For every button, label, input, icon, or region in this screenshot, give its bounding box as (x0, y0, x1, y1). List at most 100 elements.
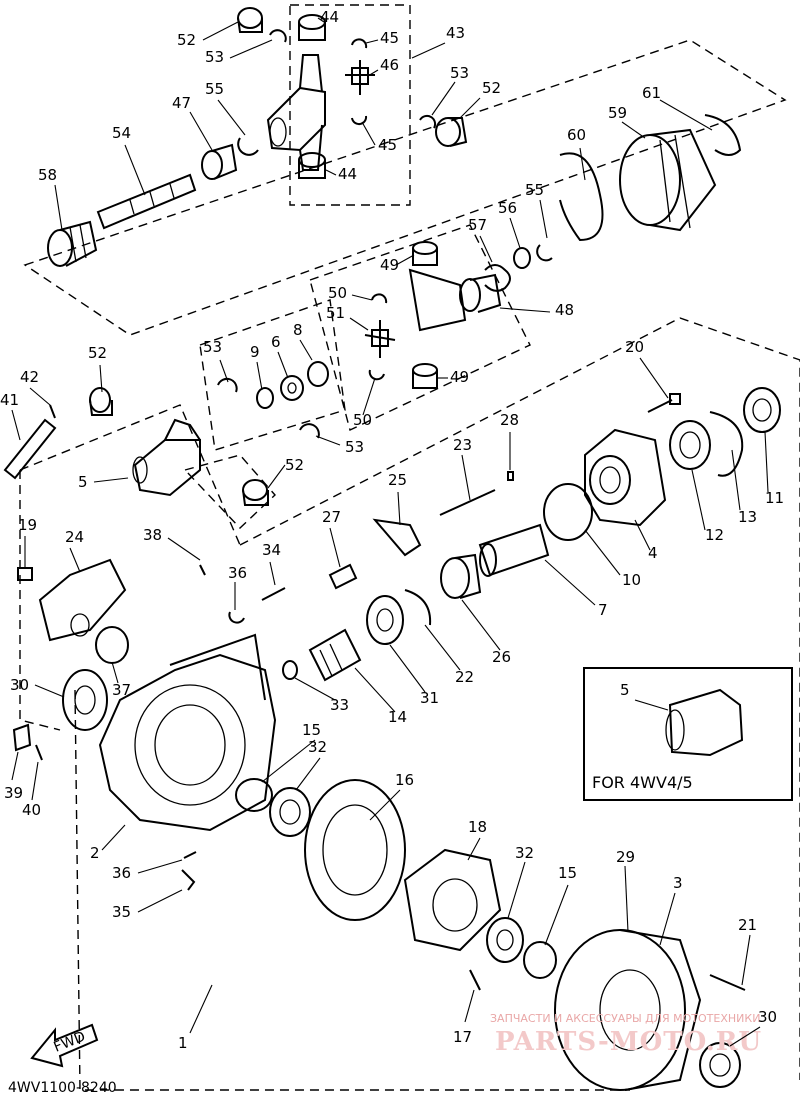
leader-57 (479, 235, 493, 263)
callout-8: 8 (293, 321, 303, 339)
part-49-cups (412, 241, 438, 389)
part-3-29-cover (554, 929, 702, 1091)
part-45-clip-b (351, 115, 368, 126)
callout-60: 60 (567, 126, 586, 144)
leader-61 (659, 99, 713, 131)
leader-24 (69, 547, 81, 573)
leader-52 (459, 97, 481, 119)
leader-45 (361, 121, 376, 146)
leader-56 (509, 217, 521, 249)
part-15-oring-right (523, 941, 557, 979)
part-16-ring-gear (304, 779, 406, 921)
callout-17: 17 (453, 1028, 472, 1046)
leader-37 (111, 661, 119, 684)
part-yoke-upper (266, 54, 326, 171)
callout-32: 32 (515, 844, 534, 862)
part-32-bearing-left (269, 787, 311, 837)
callout-20: 20 (625, 338, 644, 356)
leader-1 (189, 984, 213, 1034)
part-52-cup-right (435, 117, 468, 147)
callout-28: 28 (500, 411, 519, 429)
callout-27: 27 (322, 508, 341, 526)
leader-53 (431, 81, 456, 116)
callout-61: 61 (642, 84, 661, 102)
callout-39: 39 (4, 784, 23, 802)
callout-33: 33 (330, 696, 349, 714)
leader-7 (544, 559, 596, 606)
callout-23: 23 (453, 436, 472, 454)
callout-47: 47 (172, 94, 191, 112)
leader-42 (29, 387, 51, 406)
callout-16: 16 (395, 771, 414, 789)
leader-45 (365, 39, 379, 44)
part-5-yoke (132, 418, 201, 497)
leader-8 (299, 339, 313, 361)
leader-60 (579, 147, 586, 181)
leader-10 (584, 529, 621, 576)
leader-33 (294, 677, 336, 701)
leader-29 (624, 865, 629, 933)
part-53-clip-top (269, 29, 287, 43)
part-38-hose (199, 564, 206, 576)
callout-13: 13 (738, 508, 757, 526)
part-15-oring-left (235, 778, 273, 812)
part-27-gear (328, 563, 358, 590)
leader-50 (351, 294, 373, 301)
leader-16 (369, 789, 401, 821)
leader-39 (11, 751, 19, 781)
part-39-nut (12, 723, 32, 752)
leader-44 (317, 17, 325, 23)
callout-15: 15 (558, 864, 577, 882)
leader-31 (389, 644, 426, 693)
callout-53: 53 (345, 438, 364, 456)
part-55-clip-mid (536, 244, 553, 262)
callout-37: 37 (112, 681, 131, 699)
leader-20 (639, 357, 669, 399)
part-6-8-9 (256, 361, 329, 409)
part-59-boot (619, 128, 717, 232)
callout-18: 18 (468, 818, 487, 836)
inset-caption: FOR 4WV4/5 (592, 773, 693, 792)
leader-44 (325, 169, 337, 176)
leader-17 (464, 989, 475, 1023)
part-21-bolt (709, 974, 746, 991)
part-41-pin (3, 418, 57, 480)
part-35-bolt (181, 869, 196, 891)
callout-52: 52 (88, 344, 107, 362)
part-52-cup-top (237, 7, 263, 33)
part-31-bearing (366, 595, 404, 645)
callout-labels: 1234556789101112131415151617181920212223… (0, 8, 784, 1052)
leader-lines (11, 17, 769, 1047)
part-12-bearing (669, 420, 711, 470)
callout-10: 10 (622, 571, 641, 589)
leader-35 (137, 889, 183, 913)
callout-52: 52 (177, 31, 196, 49)
leader-5 (93, 477, 129, 483)
part-60-clamp (559, 152, 604, 242)
callout-3: 3 (673, 874, 683, 892)
part-40-washer (35, 744, 43, 761)
callout-48: 48 (555, 301, 574, 319)
part-61-clamp (704, 114, 742, 156)
part-30-seal-right (699, 1042, 741, 1088)
part-46-cross (345, 60, 375, 95)
leader-30 (729, 1026, 761, 1047)
leader-43 (411, 42, 446, 59)
leader-59 (621, 121, 646, 139)
callout-55: 55 (525, 181, 544, 199)
part-20-bolt (647, 393, 681, 413)
leader-3 (659, 892, 676, 946)
callout-31: 31 (420, 689, 439, 707)
part-50-clip-b (368, 369, 385, 381)
part-53-clip-mid (217, 377, 238, 393)
leader-30 (34, 684, 65, 698)
callout-36: 36 (112, 864, 131, 882)
part-52-cup-left (89, 387, 113, 416)
leader-49 (395, 254, 415, 266)
part-58-boot (47, 220, 98, 267)
leader-38 (167, 537, 201, 561)
callout-56: 56 (498, 199, 517, 217)
part-32-bearing-right (486, 917, 524, 963)
part-52-cup-low (242, 479, 269, 506)
callout-49: 49 (450, 368, 469, 386)
